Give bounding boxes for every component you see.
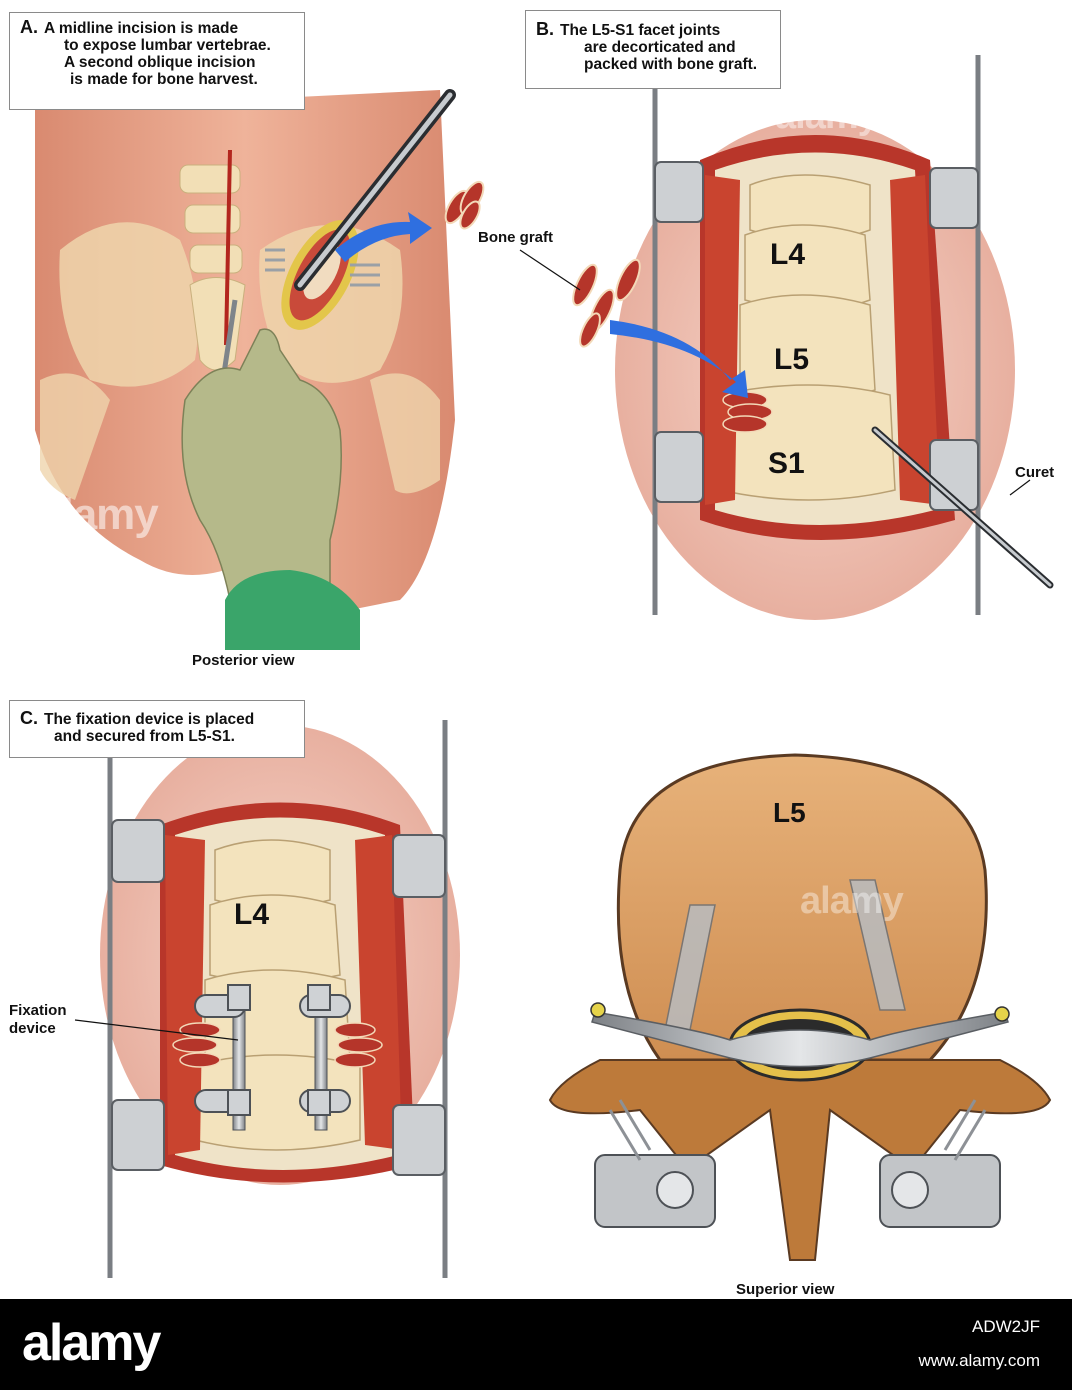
panel-b-line-3: packed with bone graft. <box>584 56 758 73</box>
vertebra-label-d-l5: L5 <box>773 797 806 828</box>
panel-a-line-2: to expose lumbar vertebrae. <box>64 37 271 54</box>
vertebra-label-b-s1: S1 <box>768 447 805 480</box>
panel-d-superior-vertebra <box>548 753 1052 1261</box>
footer-bar: alamy ADW2JF www.alamy.com <box>0 1299 1072 1390</box>
gown-sleeve <box>225 570 360 650</box>
vertebra-label-b-l4: L4 <box>770 238 806 271</box>
fixation-label-line-1: Fixation <box>9 1002 67 1019</box>
watermark-b: alamy <box>775 95 879 137</box>
panel-c-caption: C. The fixation device is placed and secu… <box>9 700 305 758</box>
fixation-label-line-2: device <box>9 1020 56 1037</box>
superior-view-label: Superior view <box>736 1281 835 1298</box>
posterior-view-label: Posterior view <box>192 652 295 669</box>
bone-graft-pieces-a <box>444 180 485 230</box>
fixation-device <box>194 984 351 1131</box>
watermark-d: alamy <box>800 880 904 922</box>
panel-c-line-2: and secured from L5-S1. <box>54 728 235 745</box>
panel-c-line-1: The fixation device is placed <box>44 711 255 728</box>
panel-a-line-3: A second oblique incision <box>64 54 256 71</box>
panel-c-letter: C. <box>20 708 38 728</box>
osteotome-instrument <box>294 89 456 291</box>
panel-a-caption: A. A midline incision is made to expose l… <box>9 12 305 110</box>
panel-b-line-2: are decorticated and <box>584 39 736 56</box>
midline-incision <box>224 149 232 346</box>
alamy-logo: alamy <box>22 1314 161 1372</box>
gloved-hand <box>181 328 342 601</box>
panel-a-line-1: A midline incision is made <box>44 20 239 37</box>
panel-b-line-1: The L5-S1 facet joints <box>560 22 721 39</box>
watermark-a: alamy <box>38 490 159 539</box>
panel-a-line-4: is made for bone harvest. <box>70 71 258 88</box>
panel-a-letter: A. <box>20 17 38 37</box>
image-id: ADW2JF <box>972 1317 1040 1336</box>
curet-label: Curet <box>1015 464 1055 481</box>
panel-b-surgical-field <box>519 55 1054 620</box>
harvest-arrow <box>335 212 432 262</box>
bone-graft-label: Bone graft <box>478 229 553 246</box>
vertebra-label-b-l5: L5 <box>774 343 810 376</box>
lumbar-spine <box>179 164 246 371</box>
site-url: www.alamy.com <box>918 1351 1040 1370</box>
panel-c-surgical-field <box>74 720 460 1278</box>
vertebra-label-c-l4: L4 <box>234 898 270 931</box>
panel-a-illustration <box>35 55 1054 1278</box>
panel-b-letter: B. <box>536 19 554 39</box>
panel-b-caption: B. The L5-S1 facet joints are decorticate… <box>525 10 781 89</box>
